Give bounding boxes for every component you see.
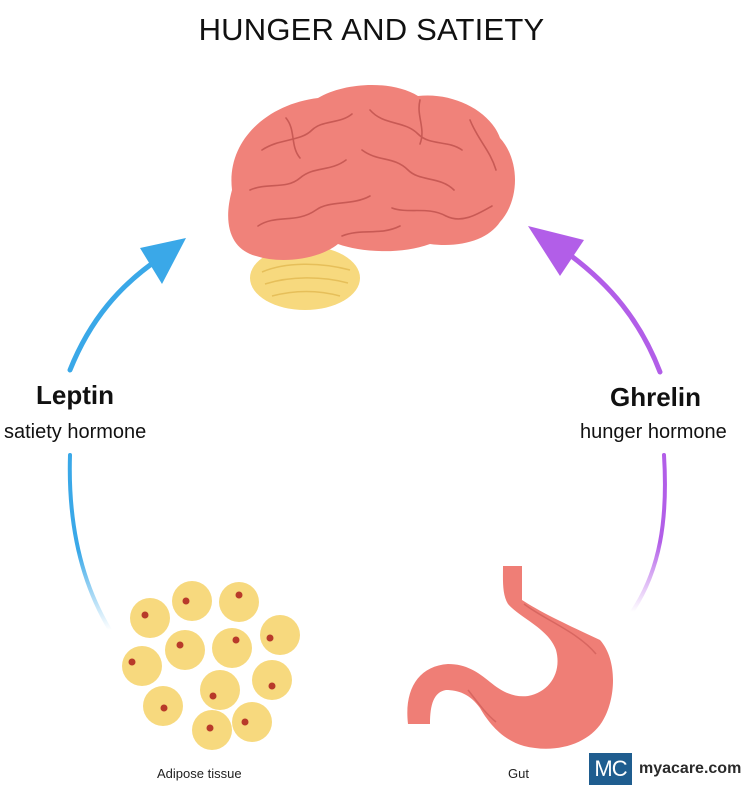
leptin-arrow [67, 238, 186, 632]
ghrelin-label: Ghrelin [610, 382, 702, 412]
ghrelin-arrow [528, 226, 667, 614]
diagram-title: HUNGER AND SATIETY [198, 12, 545, 47]
leptin-role-label: satiety hormone [4, 421, 147, 443]
brain-icon [228, 84, 515, 310]
ghrelin-role-label: hunger hormone [580, 421, 727, 443]
adipose-tissue-icon [122, 581, 300, 750]
stomach-icon [407, 566, 613, 749]
gut-label: Gut [508, 766, 529, 781]
leptin-label: Leptin [36, 380, 114, 410]
brand-name: myacare.com [639, 760, 742, 777]
brand-logo: MC [589, 753, 632, 785]
adipose-tissue-label: Adipose tissue [157, 766, 242, 781]
